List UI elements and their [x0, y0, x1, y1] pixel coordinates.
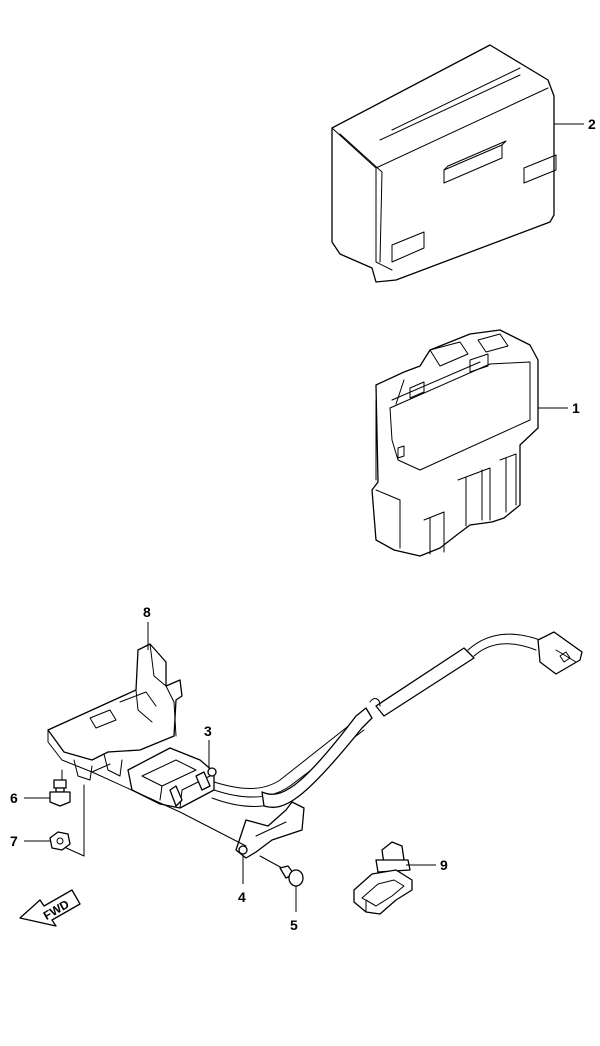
- part-7-nut: [49, 831, 71, 851]
- callout-5-label: 5: [290, 917, 298, 933]
- callout-7-label: 7: [10, 833, 18, 849]
- callout-4: 4: [238, 856, 246, 905]
- part-6-bolt: [49, 779, 71, 807]
- part-1-control-unit: [371, 329, 539, 557]
- callout-9: 9: [406, 857, 448, 873]
- callout-8: 8: [143, 604, 151, 650]
- fwd-arrow-icon: FWD: [19, 889, 81, 927]
- part-4-small-bracket: [235, 801, 305, 859]
- part-8-bracket: [47, 643, 183, 781]
- callout-1: 1: [538, 400, 580, 416]
- callout-2: 2: [554, 116, 596, 132]
- callout-5: 5: [290, 886, 298, 933]
- part-5-screw: [279, 865, 304, 887]
- part-3-connector: [127, 747, 217, 809]
- callout-6: 6: [10, 790, 50, 806]
- part-9-clamp: [353, 841, 413, 915]
- callout-3-label: 3: [204, 723, 212, 739]
- callout-4-label: 4: [238, 889, 246, 905]
- callout-7: 7: [10, 833, 50, 849]
- callout-1-label: 1: [572, 400, 580, 416]
- callout-2-label: 2: [588, 116, 596, 132]
- callout-6-label: 6: [10, 790, 18, 806]
- callout-9-label: 9: [440, 857, 448, 873]
- wire-harness: [211, 631, 583, 808]
- callout-3: 3: [204, 723, 212, 770]
- callout-8-label: 8: [143, 604, 151, 620]
- part-2-control-box: [331, 44, 557, 283]
